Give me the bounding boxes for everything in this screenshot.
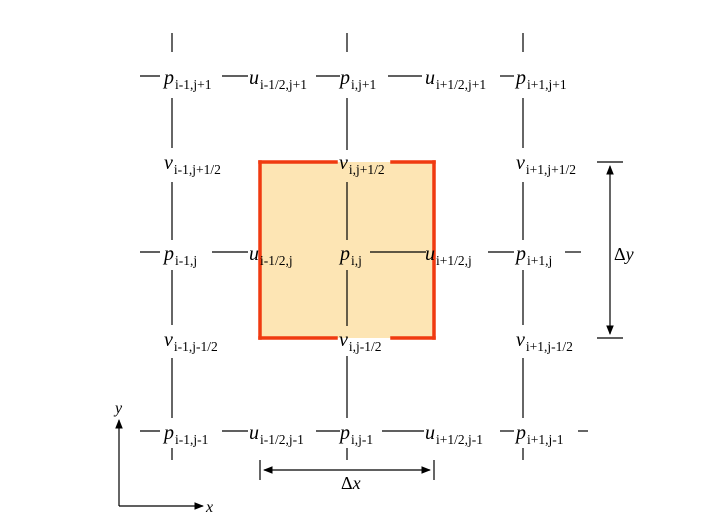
grid-variable-labels: pi-1,j+1 ui-1/2,j+1 pi,j+1 ui+1/2,j+1 pi+1,j… (162, 67, 576, 447)
control-volume-edges (258, 160, 436, 340)
label-v-ip1-jph: vi+1,j+1/2 (516, 152, 576, 177)
label-p-i-j: pi,j (338, 243, 362, 268)
label-v-ip1-jmh: vi+1,j-1/2 (516, 329, 573, 354)
y-axis-label: y (113, 400, 123, 417)
label-p-i-jp1: pi,j+1 (338, 67, 376, 92)
coordinate-axes: y x (113, 400, 213, 516)
label-u-imh-jp1: ui-1/2,j+1 (249, 67, 307, 92)
label-p-im1-j: pi-1,j (162, 243, 197, 268)
dx-label: Δx (341, 473, 361, 493)
x-axis-label: x (205, 499, 213, 516)
label-u-imh-j: ui-1/2,j (249, 243, 293, 268)
label-v-im1-jph: vi-1,j+1/2 (164, 152, 221, 177)
label-u-iph-jp1: ui+1/2,j+1 (425, 67, 486, 92)
label-p-ip1-j: pi+1,j (514, 243, 552, 268)
label-u-imh-jm1: ui-1/2,j-1 (249, 422, 304, 447)
dy-dimension: Δy (597, 161, 634, 339)
label-v-i-jph: vi,j+1/2 (339, 152, 385, 177)
label-v-i-jmh: vi,j-1/2 (339, 329, 382, 354)
label-p-im1-jp1: pi-1,j+1 (162, 67, 212, 92)
label-p-i-jm1: pi,j-1 (338, 422, 373, 447)
label-p-im1-jm1: pi-1,j-1 (162, 422, 208, 447)
label-v-im1-jmh: vi-1,j-1/2 (164, 329, 218, 354)
dx-dimension: Δx (259, 460, 435, 493)
label-p-ip1-jp1: pi+1,j+1 (514, 67, 567, 92)
label-u-iph-jm1: ui+1/2,j-1 (425, 422, 483, 447)
label-u-iph-j: ui+1/2,j (425, 243, 472, 268)
dy-label: Δy (614, 244, 634, 264)
grid-lines (140, 33, 588, 460)
label-p-ip1-jm1: pi+1,j-1 (514, 422, 564, 447)
